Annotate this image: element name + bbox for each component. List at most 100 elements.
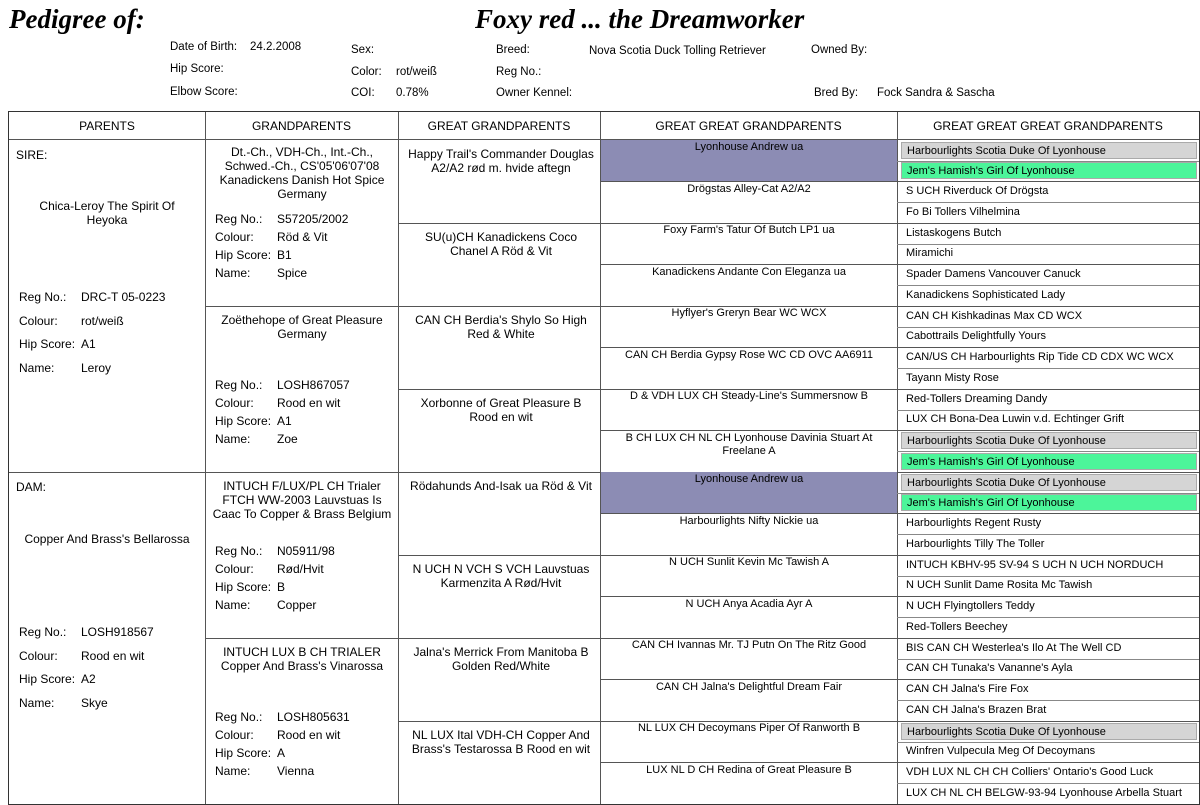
col-divider	[398, 112, 399, 804]
grandparent-name: INTUCH F/LUX/PL CH Trialer FTCH WW-2003 …	[212, 479, 392, 521]
kennel-label: Owner Kennel:	[496, 87, 573, 99]
great-great-great-grandparent: N UCH Flyingtollers Teddy	[906, 600, 1035, 612]
name-value: Spice	[277, 266, 308, 280]
great-great-great-grandparent: Harbourlights Tilly The Toller	[906, 537, 1045, 550]
great-great-great-grandparent: Red-Tollers Beechey	[906, 620, 1008, 633]
pedigree-label: Pedigree of:	[9, 4, 145, 34]
name-value: Skye	[81, 696, 108, 710]
row-divider	[600, 264, 1199, 265]
g5-row-divider	[897, 285, 1199, 287]
row-divider	[600, 762, 1199, 763]
great-great-great-grandparent: S UCH Riverduck Of Drögsta	[906, 185, 1049, 197]
great-great-grandparent: Hyflyer's Greryn Bear WC WCX	[671, 307, 827, 319]
colour-value: Rood en wit	[277, 728, 341, 742]
reg-value: S57205/2002	[277, 212, 349, 226]
color-value: rot/weiß	[396, 66, 437, 78]
great-grandparent: Jalna's Merrick From Manitoba B Golden R…	[413, 645, 589, 673]
g5-row-divider	[897, 700, 1199, 702]
great-great-great-grandparent: Miramichi	[906, 247, 954, 260]
g5-row-divider	[897, 243, 1199, 245]
hip-value: A1	[81, 337, 96, 351]
great-great-great-grandparent: CAN CH Jalna's Brazen Brat	[906, 703, 1047, 716]
hip-value: B1	[277, 248, 292, 262]
great-great-grandparent: CAN CH Ivannas Mr. TJ Putn On The Ritz G…	[631, 639, 867, 651]
great-great-great-grandparent: Fo Bi Tollers Vilhelmina	[906, 205, 1020, 218]
great-great-great-grandparent: Jem's Hamish's Girl Of Lyonhouse	[901, 452, 1197, 470]
owned-label: Owned By:	[811, 44, 868, 56]
dam-name: Copper And Brass's Bellarossa	[24, 532, 190, 546]
great-great-grandparent: D & VDH LUX CH Steady-Line's Summersnow …	[629, 390, 869, 402]
dam-role: DAM:	[16, 480, 46, 494]
sex-label: Sex:	[351, 44, 375, 56]
g5-row-divider	[897, 409, 1199, 411]
name-label: Name:	[215, 764, 251, 778]
grandparent-name: Dt.-Ch., VDH-Ch., Int.-Ch., Schwed.-Ch.,…	[219, 145, 385, 201]
g5-row-divider	[897, 326, 1199, 328]
name-value: Zoe	[277, 432, 298, 446]
name-label: Name:	[215, 598, 251, 612]
reg-value: N05911/98	[277, 544, 335, 558]
great-great-grandparent: Kanadickens Andante Con Eleganza ua	[652, 265, 846, 278]
sire-name: Chica-Leroy The Spirit Of Heyoka	[39, 199, 175, 227]
dog-name: Foxy red ... the Dreamworker	[475, 4, 805, 34]
reg-label: Reg No.:	[215, 212, 263, 226]
great-great-grandparent: B CH LUX CH NL CH Lyonhouse Davinia Stua…	[625, 431, 873, 457]
reg-label: Reg No.:	[215, 544, 263, 558]
colour-label: Colour:	[215, 396, 254, 410]
pedigree-table: PARENTS GRANDPARENTS GREAT GRANDPARENTS …	[8, 111, 1200, 805]
hip-value: A	[277, 746, 286, 760]
col-header-g4: GREAT GREAT GRANDPARENTS	[655, 119, 842, 133]
great-great-great-grandparent: Red-Tollers Dreaming Dandy	[906, 392, 1048, 405]
great-grandparent: SU(u)CH Kanadickens Coco Chanel A Röd & …	[424, 230, 578, 258]
hip-label: Hip Score:	[215, 580, 272, 594]
hip-label: Hip Score:	[170, 63, 224, 75]
g5-row-divider	[897, 368, 1199, 370]
great-great-grandparent: N UCH Sunlit Kevin Mc Tawish A	[669, 556, 829, 568]
great-great-grandparent: LUX NL D CH Redina of Great Pleasure B	[646, 763, 852, 776]
great-great-great-grandparent: Spader Damens Vancouver Canuck	[906, 268, 1081, 280]
hip-value: B	[277, 580, 286, 594]
grandparent-name: INTUCH LUX B CH TRIALER Copper And Brass…	[220, 645, 384, 673]
reg-value: LOSH805631	[277, 710, 350, 724]
colour-value: Rood en wit	[81, 649, 145, 663]
colour-label: Colour:	[215, 562, 254, 576]
colour-value: Röd & Vit	[277, 230, 328, 244]
colour-label: Colour:	[19, 649, 58, 663]
great-grandparent: Happy Trail's Commander Douglas A2/A2 rø…	[408, 147, 594, 175]
great-great-great-grandparent: Harbourlights Scotia Duke Of Lyonhouse	[901, 473, 1197, 491]
row-divider	[205, 638, 1199, 639]
great-great-great-grandparent: N UCH Sunlit Dame Rosita Mc Tawish	[906, 579, 1093, 592]
great-great-great-grandparent: INTUCH KBHV-95 SV-94 S UCH N UCH NORDUCH	[906, 558, 1164, 571]
great-great-great-grandparent: Harbourlights Scotia Duke Of Lyonhouse	[901, 432, 1197, 449]
reg-label: Reg No.:	[19, 290, 67, 304]
great-great-grandparent: Lyonhouse Andrew ua	[601, 140, 897, 181]
hip-value: A1	[277, 414, 292, 428]
g5-row-divider	[897, 741, 1199, 743]
colour-label: Colour:	[19, 314, 58, 328]
row-divider	[600, 430, 1199, 431]
great-grandparent: N UCH N VCH S VCH Lauvstuas Karmenzita A…	[412, 562, 590, 590]
hip-label: Hip Score:	[215, 414, 272, 428]
col-header-grandparents: GRANDPARENTS	[251, 119, 352, 133]
hip-value: A2	[81, 672, 96, 686]
reg-value: DRC-T 05-0223	[81, 290, 166, 304]
great-great-great-grandparent: CAN CH Jalna's Fire Fox	[906, 683, 1029, 695]
dob-label: Date of Birth:	[170, 41, 238, 53]
great-great-great-grandparent: Tayann Misty Rose	[906, 371, 999, 384]
hip-label: Hip Score:	[19, 337, 76, 351]
name-value: Vienna	[277, 764, 315, 778]
reg-label: Reg No.:	[19, 625, 67, 639]
grandparent-name: Zoëthehope of Great Pleasure Germany	[221, 313, 383, 341]
row-divider	[600, 181, 1199, 182]
row-divider	[600, 347, 1199, 348]
hip-label: Hip Score:	[19, 672, 76, 686]
row-divider	[398, 223, 1199, 224]
great-great-great-grandparent: Cabottrails Delightfully Yours	[906, 330, 1047, 343]
great-great-great-grandparent: LUX CH NL CH BELGW-93-94 Lyonhouse Arbel…	[906, 786, 1182, 799]
row-divider	[398, 389, 1199, 390]
col-divider	[600, 112, 601, 804]
great-great-great-grandparent: Harbourlights Regent Rusty	[906, 517, 1042, 529]
great-great-great-grandparent: BIS CAN CH Westerlea's Ilo At The Well C…	[906, 641, 1122, 654]
great-great-great-grandparent: Kanadickens Sophisticated Lady	[906, 288, 1065, 301]
colour-label: Colour:	[215, 230, 254, 244]
